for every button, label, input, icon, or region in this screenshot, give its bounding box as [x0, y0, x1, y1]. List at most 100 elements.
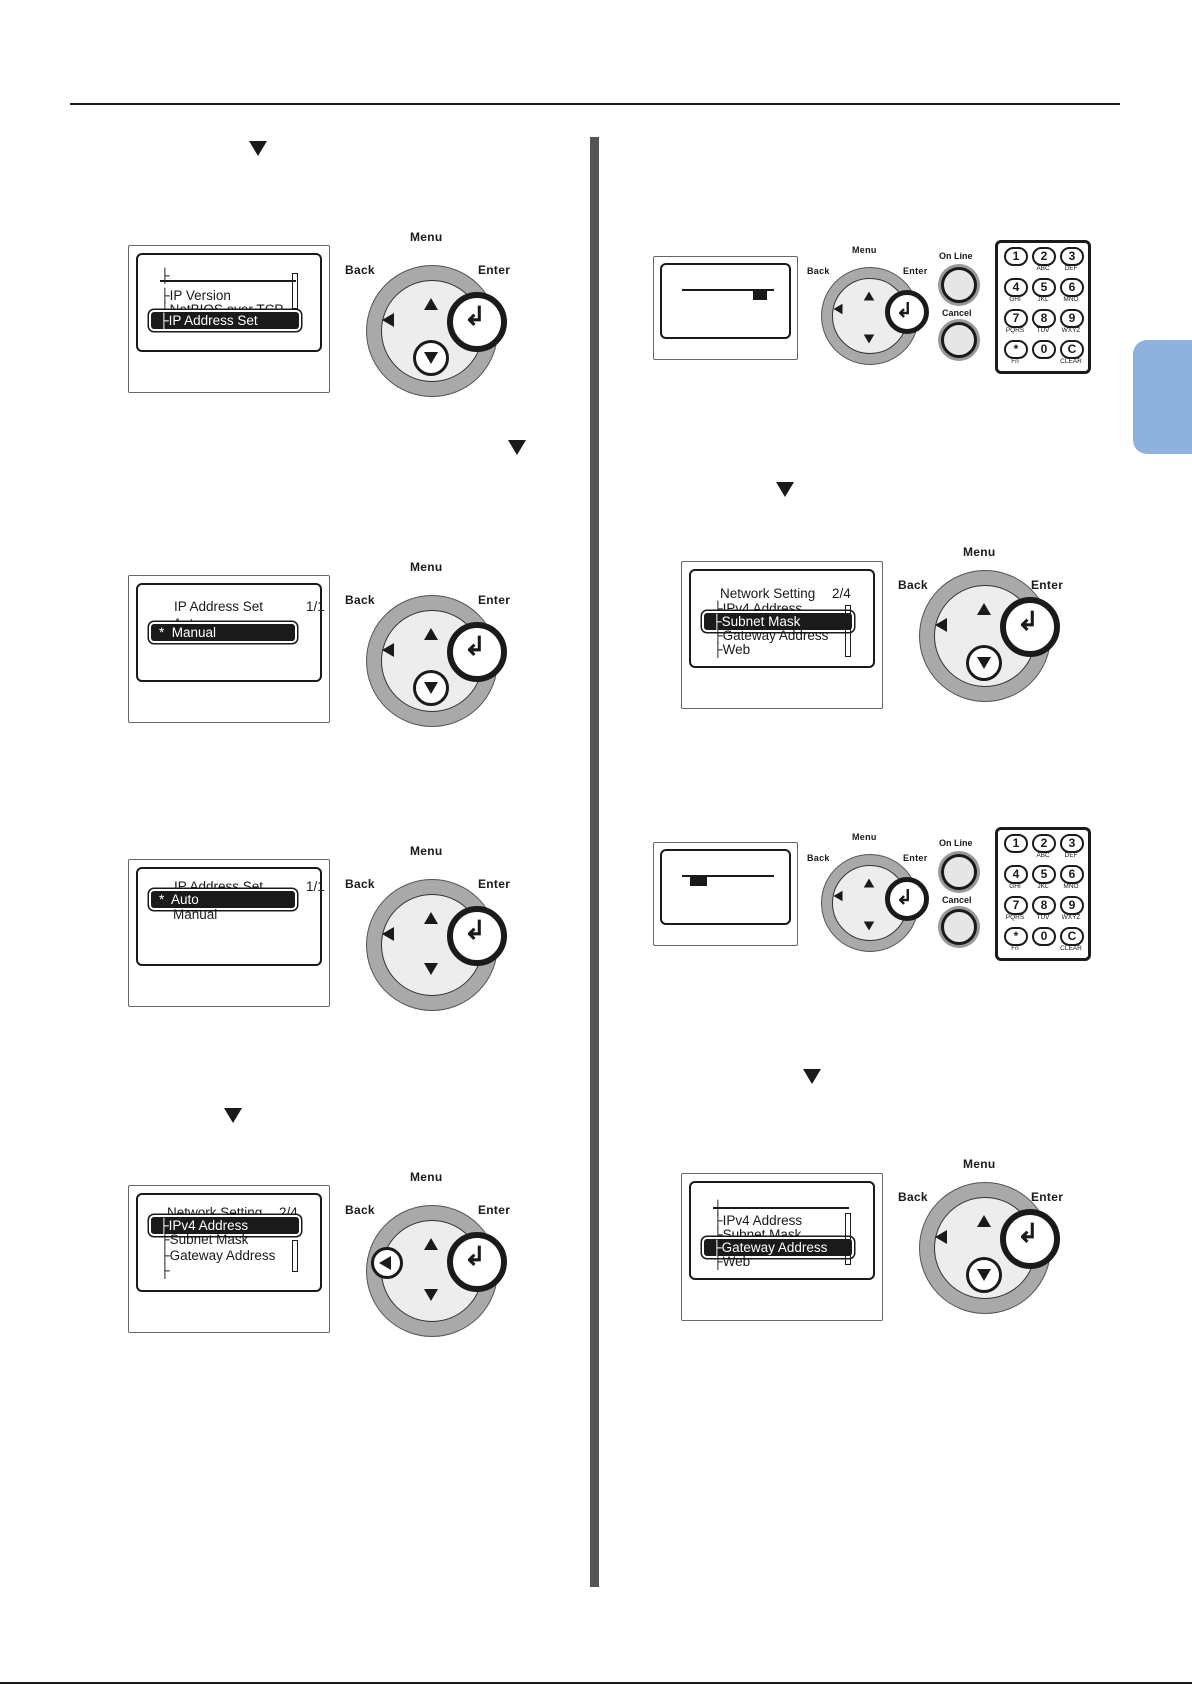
selected-menu-item[interactable]: ├Subnet Mask — [704, 613, 852, 630]
keypad-key[interactable]: 7 — [1004, 896, 1028, 915]
lcd-top-line — [160, 280, 296, 282]
keypad-key[interactable]: 4 — [1004, 278, 1028, 297]
enter-button-highlighted[interactable] — [885, 290, 929, 334]
left-arrow-icon[interactable] — [382, 643, 394, 657]
selected-menu-item[interactable]: ├IP Address Set — [151, 312, 299, 329]
enter-button[interactable] — [1000, 597, 1060, 657]
keypad-key[interactable]: 8 — [1032, 896, 1056, 915]
lcd-display-network-setting-gateway: ├ ├IPv4 Address ├Subnet Mask ├Gateway Ad… — [681, 1173, 883, 1321]
keypad-key[interactable]: * — [1004, 340, 1028, 359]
down-arrow-icon[interactable] — [863, 921, 875, 931]
on-line-button[interactable] — [941, 854, 977, 890]
keypad-key[interactable]: 0 — [1032, 340, 1056, 359]
keypad-key[interactable]: 8 — [1032, 309, 1056, 328]
keypad-key-sublabel: GHI — [1009, 883, 1021, 890]
enter-return-icon: ↲ — [1017, 1218, 1039, 1248]
up-arrow-icon[interactable] — [977, 603, 991, 615]
up-arrow-icon[interactable] — [424, 912, 438, 924]
keypad-key[interactable]: 1 — [1004, 834, 1028, 853]
keypad-key[interactable]: 7 — [1004, 309, 1028, 328]
keypad-key[interactable]: C — [1060, 927, 1084, 946]
enter-button[interactable] — [447, 1232, 507, 1292]
left-arrow-icon[interactable] — [833, 303, 843, 315]
up-arrow-icon[interactable] — [424, 1238, 438, 1250]
keypad-key[interactable]: 1 — [1004, 247, 1028, 266]
enter-button[interactable] — [447, 292, 507, 352]
menu-label: Menu — [963, 1157, 996, 1171]
up-arrow-icon[interactable] — [424, 298, 438, 310]
enter-label: Enter — [1031, 578, 1064, 592]
cancel-button[interactable] — [941, 322, 977, 358]
up-arrow-icon[interactable] — [424, 628, 438, 640]
lcd-display-address-entry-1 — [653, 256, 798, 360]
keypad-key[interactable]: 3 — [1060, 834, 1084, 853]
down-arrow-icon[interactable] — [863, 334, 875, 344]
back-label: Back — [345, 1203, 375, 1217]
keypad-key[interactable]: 9 — [1060, 896, 1084, 915]
screen-title: IP Address Set — [174, 879, 264, 894]
keypad-key[interactable]: * — [1004, 927, 1028, 946]
clipped-line: ├NetBIOS over TCP — [160, 303, 310, 317]
left-arrow-icon[interactable] — [935, 618, 947, 632]
enter-button[interactable] — [447, 622, 507, 682]
enter-button-highlighted[interactable] — [447, 906, 507, 966]
cancel-button[interactable] — [941, 909, 977, 945]
enter-button[interactable] — [1000, 1209, 1060, 1269]
up-arrow-icon[interactable] — [863, 878, 875, 888]
left-arrow-icon[interactable] — [833, 890, 843, 902]
keypad-key-sublabel: JKL — [1037, 883, 1049, 890]
clipped-line: ├Web — [713, 1255, 863, 1269]
up-arrow-icon[interactable] — [977, 1215, 991, 1227]
keypad-key[interactable]: 2 — [1032, 834, 1056, 853]
keypad-key[interactable]: 4 — [1004, 865, 1028, 884]
lcd-screen — [660, 263, 791, 339]
down-button-highlighted[interactable] — [966, 1257, 1002, 1293]
selected-menu-item[interactable]: ├Gateway Address — [704, 1239, 852, 1256]
down-arrow-icon[interactable] — [424, 963, 438, 975]
keypad-key[interactable]: 5 — [1032, 278, 1056, 297]
down-button-highlighted[interactable] — [966, 645, 1002, 681]
back-button-highlighted[interactable] — [371, 1247, 403, 1279]
keypad-key[interactable]: 6 — [1060, 865, 1084, 884]
keypad-key[interactable]: 6 — [1060, 278, 1084, 297]
control-pad-2: Menu Back Enter ↲ — [340, 560, 520, 735]
menu-line-web: ├Web — [713, 1254, 751, 1269]
down-arrow-icon[interactable] — [424, 1289, 438, 1301]
keypad-key[interactable]: C — [1060, 340, 1084, 359]
enter-button-highlighted[interactable] — [885, 877, 929, 921]
down-button-highlighted[interactable] — [413, 340, 449, 376]
selected-menu-item[interactable]: ├IPv4 Address — [151, 1217, 299, 1234]
on-line-button[interactable] — [941, 267, 977, 303]
enter-label: Enter — [1031, 1190, 1064, 1204]
left-arrow-icon — [379, 1256, 391, 1270]
chapter-tab — [1133, 340, 1192, 454]
left-arrow-icon[interactable] — [382, 313, 394, 327]
left-arrow-icon[interactable] — [382, 927, 394, 941]
scrollbar — [845, 605, 851, 657]
down-arrow-icon — [508, 440, 526, 455]
footer-rule — [0, 1682, 1192, 1684]
back-label: Back — [898, 1190, 928, 1204]
enter-label: Enter — [478, 877, 511, 891]
keypad-key[interactable]: 5 — [1032, 865, 1056, 884]
up-arrow-icon[interactable] — [863, 291, 875, 301]
keypad-key[interactable]: 9 — [1060, 309, 1084, 328]
menu-line-manual: Manual — [173, 907, 218, 922]
menu-label: Menu — [410, 230, 443, 244]
selected-menu-item[interactable]: * Auto — [151, 891, 295, 908]
cancel-label: Cancel — [942, 895, 972, 905]
menu-line-gateway-address: ├Gateway Address — [160, 1248, 276, 1263]
down-button-highlighted[interactable] — [413, 670, 449, 706]
keypad-key[interactable]: 3 — [1060, 247, 1084, 266]
lcd-screen: ├ ├IP Version ├NetBIOS over TCP ├IP Addr… — [136, 253, 322, 352]
down-arrow-icon — [776, 482, 794, 497]
keypad-key-sublabel: PQRS — [1005, 914, 1025, 921]
keypad-key[interactable]: 2 — [1032, 247, 1056, 266]
left-arrow-icon[interactable] — [935, 1230, 947, 1244]
keypad-key[interactable]: 0 — [1032, 927, 1056, 946]
selected-menu-item[interactable]: * Manual — [151, 624, 295, 641]
